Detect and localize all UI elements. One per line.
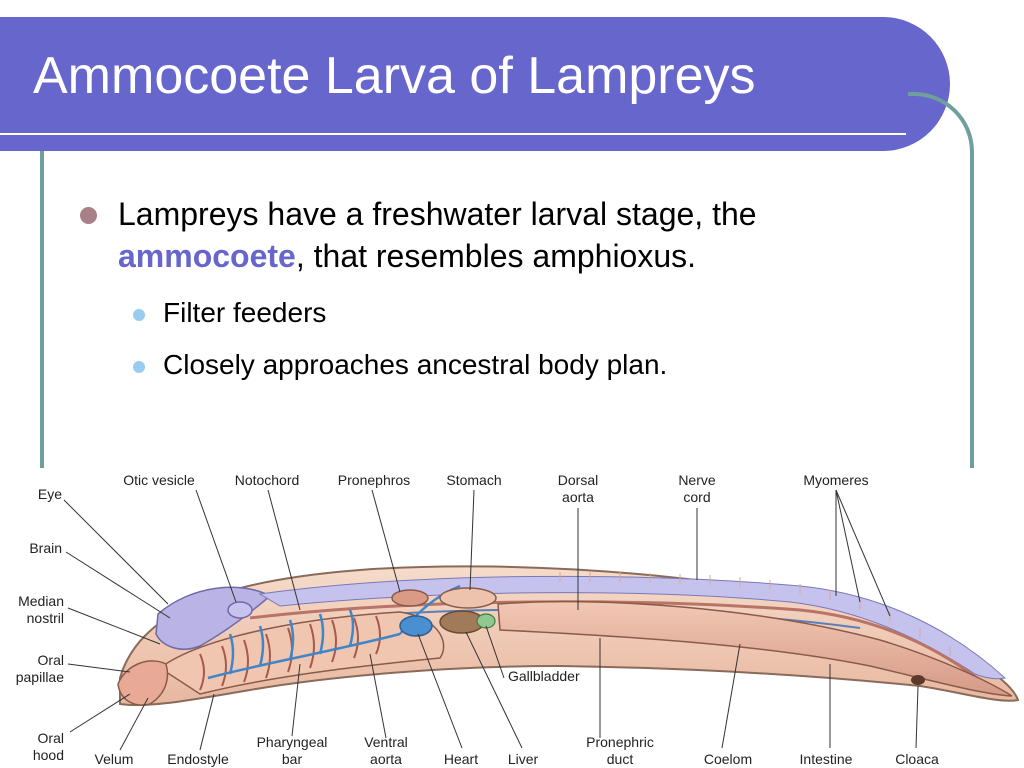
subbullet-1: Filter feeders	[133, 296, 327, 330]
oral-hood-shape	[117, 660, 169, 706]
title-underline	[0, 133, 906, 135]
label-otic-vesicle: Otic vesicle	[123, 472, 195, 488]
bullet-main: Lampreys have a freshwater larval stage,…	[80, 193, 948, 277]
label-liver: Liver	[507, 751, 539, 767]
cloaca-shape	[911, 675, 925, 685]
bullet-main-text-1: Lampreys have a freshwater larval stage,…	[118, 196, 757, 232]
subbullet-dot	[133, 361, 145, 373]
label-gallbladder: Gallbladder	[508, 668, 580, 684]
label-dorsal-aorta: Dorsal aorta	[557, 472, 599, 505]
label-oral-hood: Oral hood	[32, 730, 64, 763]
subbullet-1-text: Filter feeders	[163, 297, 327, 328]
label-notochord: Notochord	[234, 472, 300, 488]
slide-title: Ammocoete Larva of Lampreys	[33, 47, 756, 105]
label-pronephric-duct: Pronephric duct	[586, 734, 654, 767]
pronephros-shape	[391, 589, 429, 607]
bullet-main-text-2: , that resembles amphioxus.	[295, 238, 697, 274]
ammocoete-diagram: Eye Brain Median nostril Oral papillae O…	[0, 468, 1024, 768]
label-myomeres: Myomeres	[803, 472, 869, 488]
leader-lines	[63, 489, 919, 751]
label-eye: Eye	[37, 486, 62, 502]
label-heart: Heart	[443, 751, 479, 767]
bullet-dot	[80, 207, 97, 224]
label-oral-papillae: Oral papillae	[15, 652, 64, 685]
label-pronephros: Pronephros	[337, 472, 411, 488]
label-nerve-cord: Nerve cord	[678, 472, 716, 505]
bullet-highlight-term: ammocoete	[118, 238, 296, 274]
nerve-cord-shape	[258, 575, 1007, 680]
subbullet-2: Closely approaches ancestral body plan.	[133, 348, 668, 382]
label-intestine: Intestine	[799, 751, 853, 767]
gallbladder-shape	[476, 613, 496, 629]
label-ventral-aorta: Ventral aorta	[364, 734, 408, 767]
content-frame	[40, 151, 974, 481]
label-stomach: Stomach	[446, 472, 502, 488]
stomach-shape	[439, 587, 497, 609]
label-brain: Brain	[29, 540, 62, 556]
label-coelom: Coelom	[703, 751, 753, 767]
intestine-shape	[497, 600, 1013, 697]
subbullet-dot	[133, 309, 145, 321]
label-median-nostril: Median nostril	[18, 593, 64, 626]
label-pharyngeal-bar: Pharyngeal bar	[256, 734, 328, 767]
otic-vesicle-shape	[227, 601, 253, 619]
label-cloaca: Cloaca	[895, 751, 939, 767]
subbullet-2-text: Closely approaches ancestral body plan.	[163, 349, 668, 380]
label-endostyle: Endostyle	[167, 751, 229, 767]
heart-shape	[399, 615, 433, 637]
title-bar	[0, 17, 950, 151]
notochord-shape	[249, 600, 991, 690]
ammocoete-illustration	[63, 489, 1020, 751]
label-velum: Velum	[94, 751, 134, 767]
myomeres	[559, 572, 951, 656]
pharyngeal-bars	[199, 615, 381, 691]
